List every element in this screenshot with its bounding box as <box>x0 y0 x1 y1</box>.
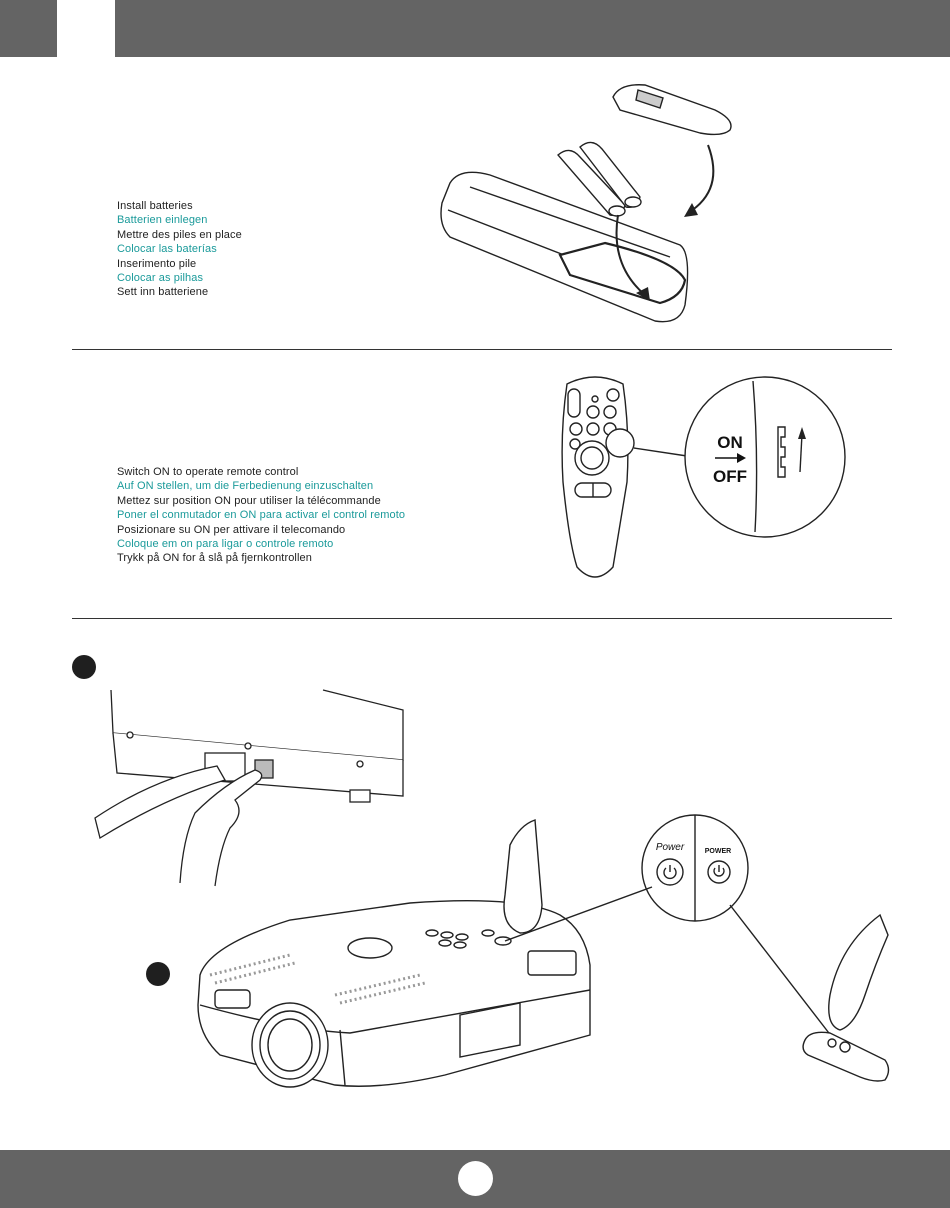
step-marker <box>146 962 170 986</box>
projector-power-illustration: Power POWER <box>197 814 890 1088</box>
section-divider <box>72 618 892 619</box>
header-tab <box>57 0 115 57</box>
power-cord-illustration <box>94 689 404 887</box>
caption-no: Trykk på ON for å slå på fjernkontrollen <box>117 552 312 565</box>
switch-zoom-circle <box>684 376 846 538</box>
switch-on-text: Switch ON to operate remote control Auf … <box>117 465 405 566</box>
battery-compartment <box>558 241 687 305</box>
page-number-badge <box>458 1161 493 1196</box>
install-batteries-text: Install batteries Batterien einlegen Met… <box>117 199 242 300</box>
caption-es: Poner el conmutador en ON para activar e… <box>117 509 406 522</box>
switch-off-label: OFF <box>713 467 747 486</box>
hand <box>179 769 263 887</box>
battery-install-illustration <box>440 84 732 323</box>
hand <box>828 913 889 1031</box>
battery-cover <box>612 84 732 136</box>
caption-it: Inserimento pile <box>117 257 197 270</box>
caption-de: Batterien einlegen <box>117 214 208 227</box>
caption-en: Switch ON to operate remote control <box>117 466 299 478</box>
header-bar <box>0 0 950 57</box>
remote-control <box>802 1031 890 1082</box>
caption-fr: Mettre des piles en place <box>117 228 242 241</box>
hand <box>503 819 543 934</box>
caption-fr: Mettez sur position ON pour utiliser la … <box>117 494 381 507</box>
caption-it: Posizionare su ON per attivare il teleco… <box>117 523 346 536</box>
section-divider <box>72 349 892 350</box>
caption-en: Install batteries <box>117 200 193 212</box>
caption-es: Colocar las baterías <box>117 243 217 256</box>
caption-de: Auf ON stellen, um die Ferbedienung einz… <box>117 480 374 493</box>
caption-pt: Colocar as pilhas <box>117 272 204 285</box>
remote-switch-illustration: ON OFF <box>561 376 846 578</box>
power-label-left: Power <box>656 842 685 853</box>
footer-bar <box>0 1150 950 1208</box>
caption-pt: Coloque em on para ligar o controle remo… <box>117 538 334 551</box>
switch-on-label: ON <box>717 433 743 452</box>
power-label-right: POWER <box>705 848 731 855</box>
caption-no: Sett inn batteriene <box>117 286 209 299</box>
step-marker <box>72 655 96 679</box>
